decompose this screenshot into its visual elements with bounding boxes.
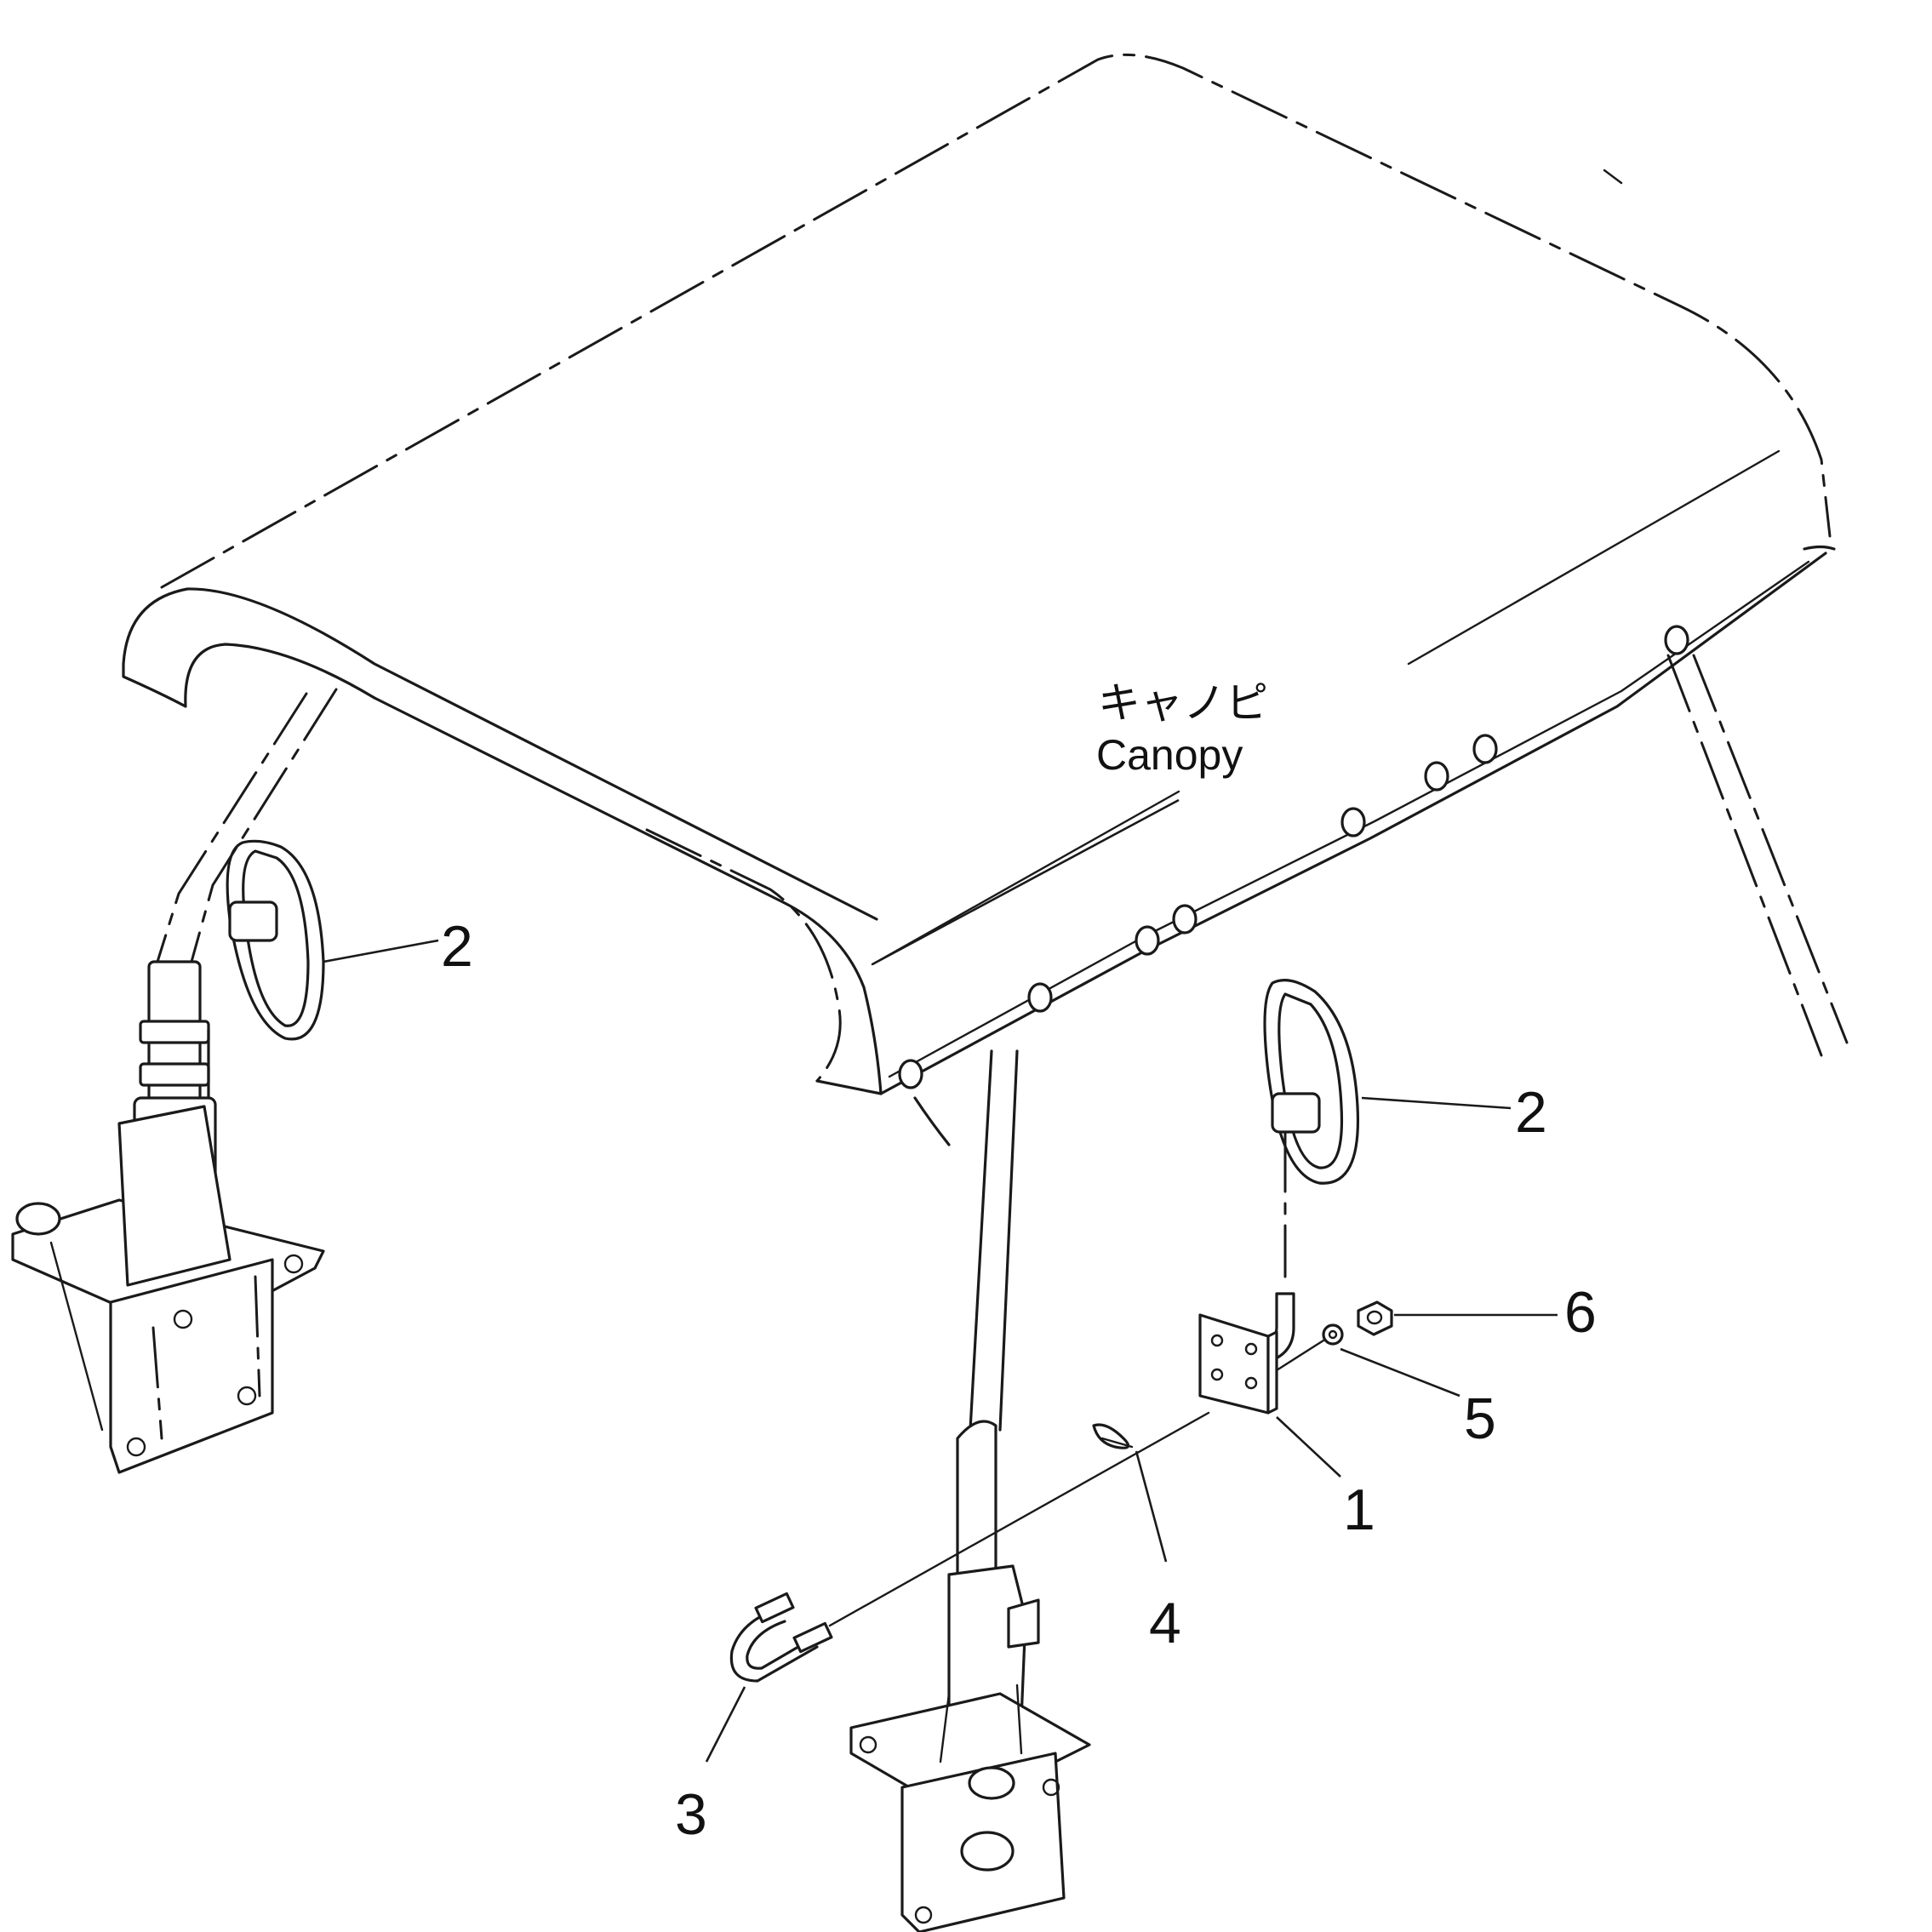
canopy-roof	[122, 53, 1836, 1146]
canopy-label-jp: キャノピ	[1098, 679, 1268, 727]
canopy-label-en: Canopy	[1096, 731, 1243, 779]
nut-6	[1357, 1300, 1393, 1336]
leader-lines	[323, 798, 1558, 1763]
callout-mirror-right: 2	[1515, 1080, 1547, 1145]
callout-washer: 5	[1464, 1386, 1496, 1451]
center-post-assembly	[849, 1049, 1091, 1932]
canopy-clips	[898, 625, 1689, 1089]
callout-u-bolt: 3	[675, 1782, 707, 1847]
callout-bracket: 1	[1343, 1478, 1375, 1542]
callout-pin: 4	[1149, 1591, 1181, 1655]
u-bolt-3	[729, 1592, 833, 1683]
left-post-assembly	[11, 688, 338, 1474]
rear-right-post	[1666, 654, 1849, 1057]
assembly-axis	[828, 1411, 1210, 1627]
mirror-right	[1263, 979, 1360, 1278]
bracket-1	[1198, 1292, 1295, 1415]
washer-5	[1322, 1323, 1344, 1346]
callout-mirror-left: 2	[441, 914, 473, 979]
pin-4	[1092, 1423, 1134, 1449]
mirror-left	[207, 839, 325, 1100]
callout-nut: 6	[1564, 1280, 1597, 1345]
